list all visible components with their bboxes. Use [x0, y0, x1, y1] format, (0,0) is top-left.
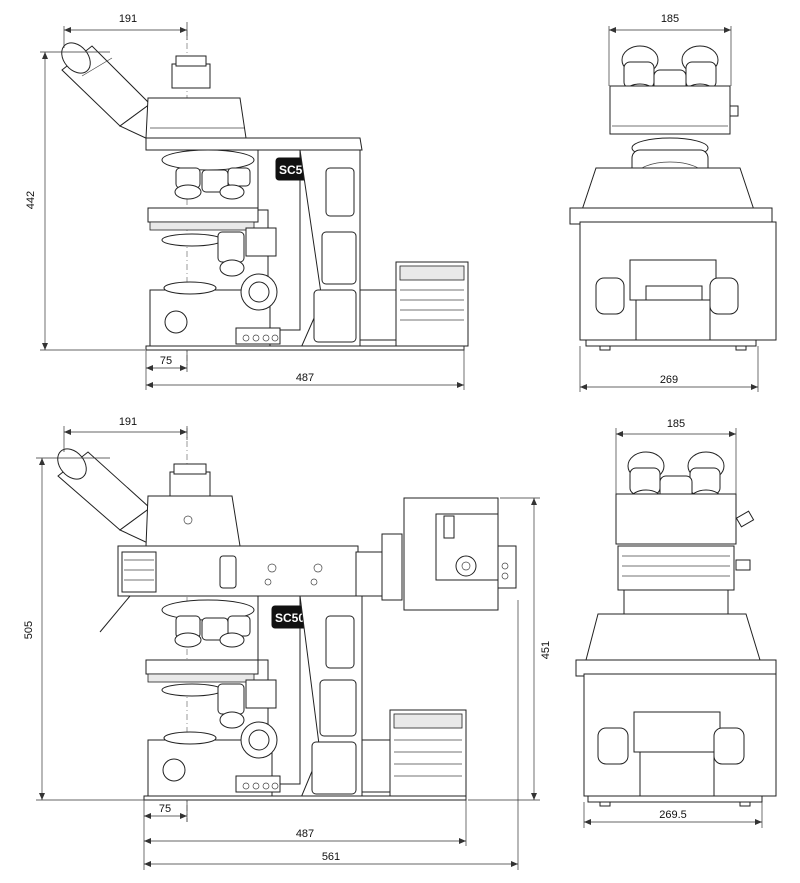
front-epi-block — [617, 545, 735, 591]
front-head — [615, 493, 737, 545]
dim-label: 185 — [667, 418, 685, 430]
bottom-side-dimensions: 191 505 451 75 487 561 — [23, 416, 552, 870]
focus-knob-right — [713, 727, 745, 765]
lamp-house — [361, 709, 467, 799]
dim-label: 487 — [296, 372, 314, 384]
focus-knob-left — [595, 277, 625, 315]
front-head — [609, 85, 731, 135]
focus-knob-right — [709, 277, 739, 315]
epi-illuminator — [99, 533, 403, 633]
top-side-dimensions: 191 442 75 487 — [25, 13, 465, 390]
trinocular-head — [145, 97, 247, 139]
arm-top — [145, 137, 363, 151]
top-front-view: 185 269 — [569, 13, 777, 392]
stage-assembly — [145, 659, 277, 729]
bottom-front-view: 185 269.5 — [575, 418, 777, 828]
dim-label: 191 — [119, 416, 137, 428]
dim-label: 185 — [661, 13, 679, 25]
front-arm — [585, 613, 761, 661]
model-badge-text: SC50 — [275, 611, 305, 625]
dim-label: 269.5 — [659, 809, 687, 821]
dim-label: 487 — [296, 828, 314, 840]
focus-knob-left — [597, 727, 629, 765]
top-front-dimensions: 185 269 — [579, 13, 759, 392]
bottom-front-dimensions: 185 269.5 — [583, 418, 763, 828]
bottom-side-view: SC50 — [23, 416, 552, 870]
dim-label: 75 — [160, 355, 172, 367]
dim-label: 75 — [159, 803, 171, 815]
dim-label: 191 — [119, 13, 137, 25]
dim-label: 561 — [322, 851, 340, 863]
microscope-base — [143, 721, 467, 801]
front-arm — [581, 167, 755, 211]
model-badge-text: SC50 — [279, 163, 309, 177]
dim-label: 269 — [660, 374, 678, 386]
nosepiece — [161, 149, 255, 200]
epi-lamp-house — [403, 497, 517, 611]
model-badge: SC50 — [271, 605, 309, 629]
camera-port — [171, 63, 211, 89]
nosepiece — [161, 599, 255, 648]
microscope-base — [145, 273, 465, 351]
dim-label: 442 — [25, 191, 37, 209]
stage-assembly — [147, 207, 277, 277]
dim-label: 505 — [23, 621, 35, 639]
top-side-view: SC50 — [25, 13, 469, 390]
dim-label: 451 — [540, 641, 552, 659]
camera-port — [169, 471, 211, 497]
trinocular-head — [145, 495, 241, 547]
lamp-house — [359, 261, 469, 347]
